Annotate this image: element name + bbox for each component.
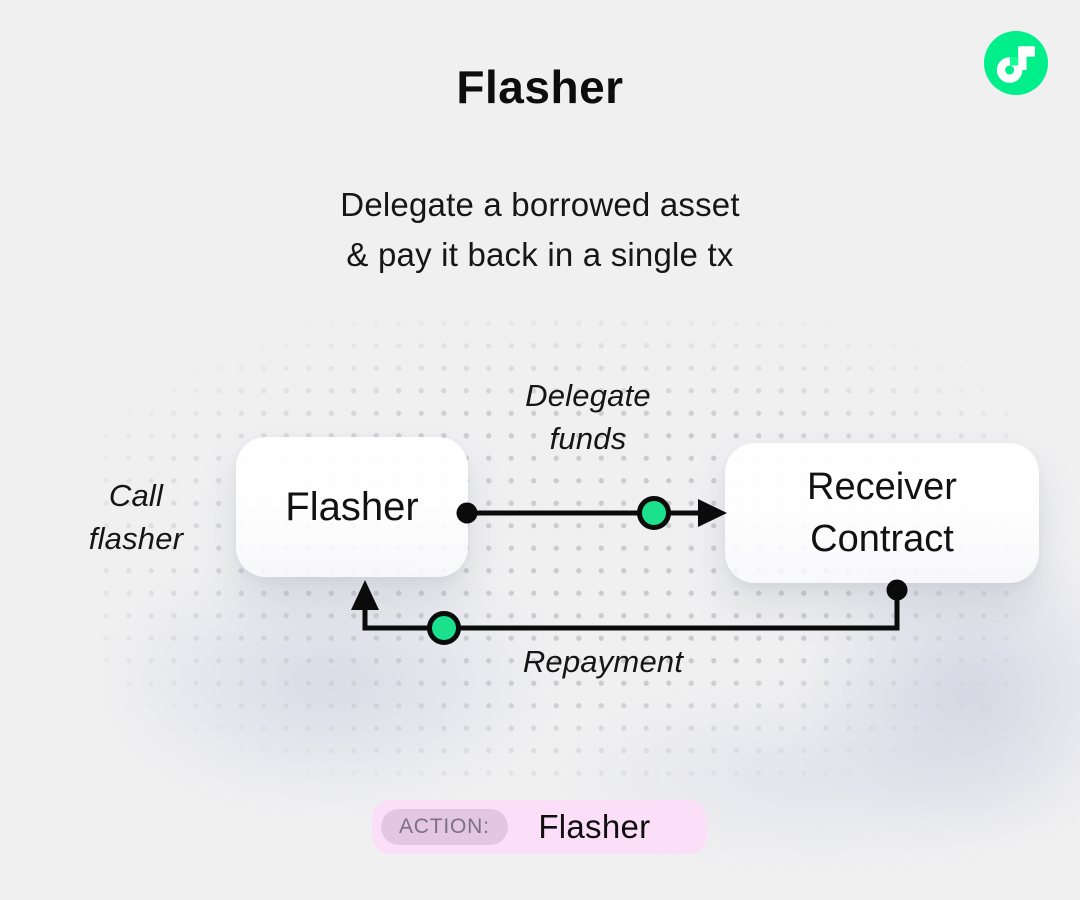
receiver-node-line-1: Receiver: [807, 466, 957, 508]
call-label-line-2: flasher: [88, 521, 184, 556]
page-subtitle: Delegate a borrowed asset & pay it back …: [0, 180, 1080, 280]
flow-logo-icon: [984, 31, 1048, 95]
delegate-label-line-1: Delegate: [525, 378, 651, 413]
call-flasher-label: Call flasher: [46, 474, 226, 560]
call-label-line-1: Call: [108, 478, 164, 513]
repayment-label: Repayment: [522, 644, 684, 679]
receiver-contract-node: Receiver Contract: [725, 443, 1039, 583]
receiver-node-line-2: Contract: [810, 518, 954, 560]
subtitle-line-2: & pay it back in a single tx: [346, 236, 734, 273]
delegate-label-line-2: funds: [549, 421, 627, 456]
flasher-node-label: Flasher: [285, 484, 419, 529]
action-chip: ACTION:: [381, 809, 508, 845]
receiver-node-label: Receiver Contract: [807, 461, 957, 565]
flasher-node: Flasher: [236, 437, 468, 577]
action-value: Flasher: [538, 808, 651, 845]
delegate-funds-label: Delegate funds: [468, 374, 708, 460]
page-title: Flasher: [456, 61, 624, 113]
action-badge: ACTION: Flasher: [372, 800, 707, 854]
flow-logo-svg: [984, 31, 1048, 95]
subtitle-line-1: Delegate a borrowed asset: [340, 186, 740, 223]
